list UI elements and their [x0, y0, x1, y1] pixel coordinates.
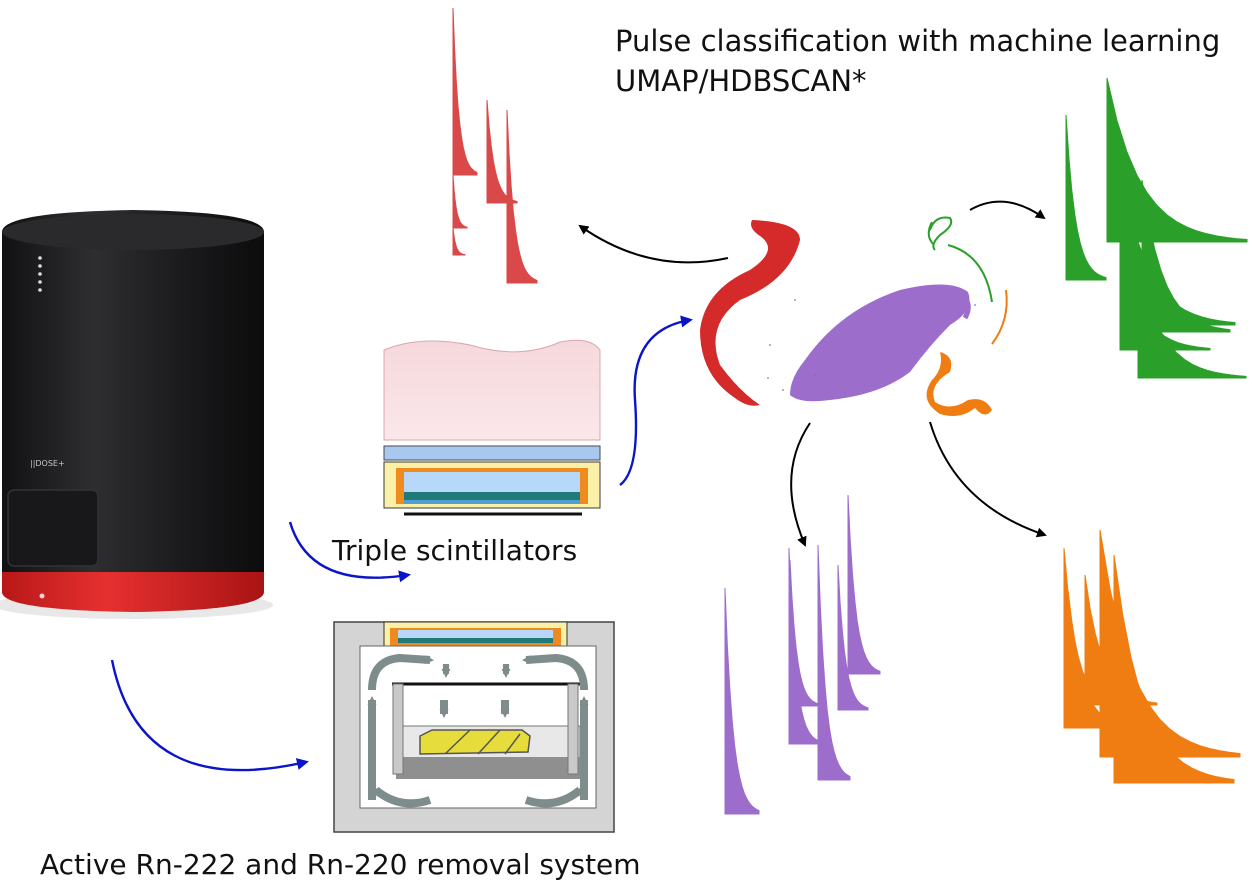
arrow-to-green-pulses — [969, 200, 1046, 220]
red-cluster — [700, 220, 800, 406]
pulse-waveform — [452, 7, 478, 176]
scintillators-label: Triple scintillators — [332, 534, 578, 567]
pulse-waveform — [506, 109, 538, 284]
device-brand-label: ||DOSE+ — [30, 459, 65, 468]
pulse-waveform — [789, 559, 819, 707]
rn-removal-chamber-icon — [333, 621, 615, 833]
pulse-waveform — [847, 494, 881, 675]
pulse-waveform — [1067, 589, 1119, 706]
title-line-1: Pulse classification with machine learni… — [615, 24, 1221, 58]
pulse-waveform — [486, 99, 518, 204]
purple-cluster — [790, 284, 970, 402]
pulse-waveform — [1113, 554, 1235, 784]
arrow-to-orange-pulses — [929, 421, 1047, 538]
red-pulse-waveforms — [452, 7, 538, 284]
umap-cluster-scatter-icon — [700, 216, 1008, 416]
pulse-waveform — [724, 587, 760, 815]
purple-pulse-waveforms — [724, 494, 881, 815]
title-line-2: UMAP/HDBSCAN* — [615, 64, 867, 98]
pulse-waveform — [1065, 114, 1107, 281]
pulse-waveform — [1141, 179, 1231, 333]
radon-detector-device-icon: ||DOSE+ — [0, 210, 273, 619]
arrow-device-to-removal — [110, 659, 309, 772]
pulse-waveform — [1137, 264, 1247, 379]
arrow-to-purple-pulses — [790, 422, 811, 547]
arrow-to-red-pulses — [578, 224, 729, 264]
removal-system-label: Active Rn-222 and Rn-220 removal system — [40, 848, 641, 881]
pulse-waveform — [452, 227, 466, 256]
blue-flow-arrows — [110, 315, 693, 772]
arrow-scintillators-to-clusters — [619, 315, 693, 486]
arrow-device-to-scintillators — [288, 521, 411, 583]
orange-cluster — [926, 352, 992, 416]
green-cluster — [927, 216, 993, 303]
pulse-waveform — [817, 544, 851, 781]
orange-pulse-waveforms — [1063, 529, 1241, 784]
green-pulse-waveforms — [1065, 77, 1248, 379]
status-led-icon — [38, 256, 42, 292]
black-classification-arrows — [578, 200, 1047, 547]
pulse-waveform — [452, 174, 468, 229]
pulse-waveform — [837, 564, 869, 711]
triple-scintillator-stack-icon — [383, 339, 601, 516]
